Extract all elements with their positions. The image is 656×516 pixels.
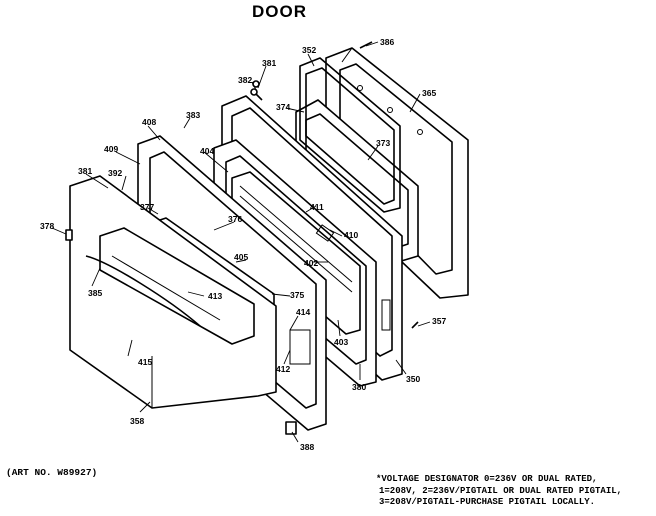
- hardware-parts: [65, 41, 419, 435]
- part-label: 388: [300, 442, 314, 452]
- part-label: 405: [234, 252, 248, 262]
- voltage-note: *VOLTAGE DESIGNATOR 0=236V OR DUAL RATED…: [376, 474, 652, 509]
- part-label: 352: [302, 45, 316, 55]
- part-label: 408: [142, 117, 156, 127]
- part-label: 382: [238, 75, 252, 85]
- part-label: 381: [262, 58, 276, 68]
- part-label: 386: [380, 37, 394, 47]
- voltage-note-line: 1=208V, 2=236V/PIGTAIL OR DUAL RATED PIG…: [379, 485, 623, 496]
- voltage-note-line: 3=208V/PIGTAIL-PURCHASE PIGTAIL LOCALLY.: [379, 497, 596, 507]
- part-label: 404: [200, 146, 214, 156]
- part-label: 413: [208, 291, 222, 301]
- art-number: (ART NO. W89927): [6, 467, 98, 478]
- part-label: 377: [140, 202, 154, 212]
- voltage-note-line: *VOLTAGE DESIGNATOR 0=236V OR DUAL RATED…: [376, 474, 598, 484]
- part-label: 373: [376, 138, 390, 148]
- part-label: 380: [352, 382, 366, 392]
- part-label: 357: [432, 316, 446, 326]
- part-label: 378: [40, 221, 54, 231]
- part-label: 350: [406, 374, 420, 384]
- part-label: 409: [104, 144, 118, 154]
- part-label: 403: [334, 337, 348, 347]
- part-label: 376: [228, 214, 242, 224]
- part-label: 375: [290, 290, 304, 300]
- screw-head: [250, 88, 258, 96]
- part-label: 414: [296, 307, 310, 317]
- part-labels: 386 352 381 365 382 374 383 408 373 409 …: [40, 37, 446, 452]
- part-label: 381: [78, 166, 92, 176]
- part-label: 374: [276, 102, 290, 112]
- door-screw: [255, 93, 263, 101]
- door-gasket: [299, 57, 401, 213]
- part-label: 411: [310, 202, 324, 212]
- part-label: 415: [138, 357, 152, 367]
- door-pad: [285, 421, 297, 435]
- part-label: 383: [186, 110, 200, 120]
- part-label: 412: [276, 364, 290, 374]
- part-label: 392: [108, 168, 122, 178]
- leader-lines: [51, 41, 431, 443]
- top-screw: [359, 41, 373, 49]
- part-label: 385: [88, 288, 102, 298]
- hinge-clip: [65, 229, 73, 241]
- part-label: 365: [422, 88, 436, 98]
- part-label: 410: [344, 230, 358, 240]
- diagram-title: DOOR: [252, 2, 307, 21]
- part-label: 358: [130, 416, 144, 426]
- part-label: 402: [304, 258, 318, 268]
- side-screw: [411, 321, 419, 329]
- outer-door-panel: [69, 175, 277, 409]
